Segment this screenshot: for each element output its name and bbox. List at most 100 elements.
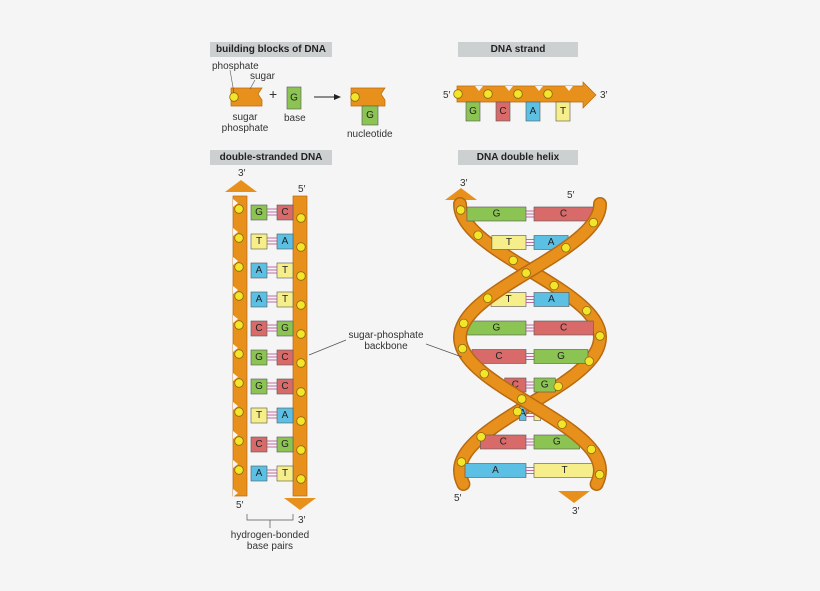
helix-pair-6-right-box <box>533 349 589 364</box>
helix-pair-6-left-letter: C <box>495 351 502 362</box>
phosphate-pointer <box>229 69 235 94</box>
helix-pair-5-right-box <box>533 320 594 336</box>
ladder-bottom-arrow <box>284 498 316 510</box>
ladder-top-arrow <box>225 180 257 192</box>
phosphate-dot <box>229 92 239 102</box>
helix-pair-2-left-letter: T <box>506 237 512 248</box>
ladder-pair-5-left-letter: C <box>255 323 262 334</box>
ladder-pair-10-right-box <box>276 465 294 482</box>
helix-pair-5-left-letter: G <box>492 323 500 334</box>
nucleotide-base-box <box>361 105 379 126</box>
ladder-pair-3-left-box <box>250 262 268 279</box>
ladder-phosphate-left <box>234 320 244 330</box>
ladder-pair-9-left-box <box>250 436 268 453</box>
ladder-pair-8-left-letter: T <box>256 410 262 421</box>
helix-phosphate-dot <box>586 444 597 455</box>
ladder-phosphate-left <box>234 262 244 272</box>
arrow-head <box>334 94 341 100</box>
ladder-pair-7-right-box <box>276 378 294 395</box>
ladder-pair-4-left-letter: A <box>256 294 263 305</box>
ladder-pair-6-left-letter: G <box>255 352 263 363</box>
strand-base-2-letter: C <box>499 106 506 117</box>
sugar-label: sugar <box>250 71 276 82</box>
ladder-phosphate-left <box>234 407 244 417</box>
strand-notch <box>505 86 513 91</box>
ladder-pair-2-left-letter: T <box>256 236 262 247</box>
strand-phosphate-dot <box>483 89 493 99</box>
ladder-phosphate-right <box>296 445 306 455</box>
nucleotide-base-letter: G <box>366 110 374 121</box>
helix-phosphate-dot <box>508 255 518 266</box>
helix-strand-front <box>454 198 606 490</box>
strand-notch <box>565 86 573 91</box>
strand-base-4-box <box>555 101 571 122</box>
base-label: base <box>284 113 306 124</box>
strand-phosphate-dot <box>453 89 463 99</box>
helix-phosphate-dot <box>512 406 523 417</box>
strand-base-1-box <box>465 101 481 122</box>
helix-pair-4-right-letter: A <box>548 294 555 305</box>
strand-notch <box>535 86 543 91</box>
ladder-notch <box>233 228 238 236</box>
ladder-pair-1-left-letter: G <box>255 207 263 218</box>
ladder-notch <box>233 431 238 439</box>
phosphate-label: phosphate <box>212 61 259 72</box>
base-g-letter: G <box>290 93 298 104</box>
ladder-notch <box>233 460 238 468</box>
hydrogen-bonded-label: hydrogen-bonded base pairs <box>230 530 310 552</box>
ladder-phosphate-left <box>234 291 244 301</box>
helix-bottom-right-end: 3′ <box>572 506 580 517</box>
ladder-pair-6-left-box <box>250 349 268 366</box>
helix-phosphate-dot <box>595 331 605 341</box>
ladder-pair-3-left-letter: A <box>256 265 263 276</box>
helix-phosphate-dot <box>561 243 571 253</box>
backbone-pointer-left <box>308 339 347 356</box>
ladder-top-left-end: 3′ <box>238 168 246 179</box>
ladder-bottom-left-end: 5′ <box>236 500 244 511</box>
helix-phosphate-dot <box>582 306 592 316</box>
sugar-phosphate-backbone-label: sugar-phosphate backbone <box>348 330 424 352</box>
ladder-pair-4-left-box <box>250 291 268 308</box>
ladder-pair-7-left-box <box>250 378 268 395</box>
ladder-phosphate-left <box>234 378 244 388</box>
helix-top-right-end: 5′ <box>567 190 575 201</box>
helix-pair-7-right-letter: G <box>541 380 549 391</box>
sugar-phosphate-label: sugar phosphate <box>221 112 269 134</box>
strand-three-prime: 3′ <box>600 90 608 101</box>
ladder-pair-2-left-box <box>250 233 268 250</box>
pointer-lines <box>308 339 463 358</box>
ladder-pair-10-right-letter: T <box>282 468 288 479</box>
helix-top-left-end: 3′ <box>460 178 468 189</box>
helix-pair-10-left-letter: A <box>492 465 499 476</box>
ladder-pair-1-right-box <box>276 204 294 221</box>
strand-phosphate-dot <box>543 89 553 99</box>
ladder-notch <box>233 344 238 352</box>
helix-top-arrow <box>445 188 477 200</box>
nucleotide-phosphate-dot <box>350 92 360 102</box>
sugar-pointer <box>249 79 256 90</box>
ladder-phosphate-left <box>234 204 244 214</box>
ladder-notch <box>233 373 238 381</box>
helix-pair-9-right-letter: G <box>553 437 561 448</box>
ladder-notch <box>233 257 238 265</box>
ladder-notch <box>233 199 238 207</box>
helix-pair-5-right-letter: C <box>560 323 567 334</box>
plus-sign: + <box>269 86 278 102</box>
ladder-pair-2-right-letter: A <box>282 236 289 247</box>
helix-phosphate-dot <box>483 293 493 303</box>
ladder-pair-8-right-box <box>276 407 294 424</box>
ladder-phosphate-left <box>234 349 244 359</box>
helix-pair-9-left-letter: C <box>500 437 507 448</box>
dna-strand-title: DNA strand <box>458 42 578 57</box>
helix-bottom-left-end: 5′ <box>454 493 462 504</box>
ladder-phosphate-right <box>296 474 306 484</box>
base-g-box <box>286 86 302 110</box>
ladder-pair-4-right-letter: T <box>282 294 288 305</box>
ladder-pair-9-right-letter: G <box>281 439 289 450</box>
ladder-pair-1-left-box <box>250 204 268 221</box>
ladder-phosphate-right <box>296 416 306 426</box>
ladder-pair-10-left-letter: A <box>256 468 263 479</box>
helix-pair-6-right-letter: G <box>557 351 565 362</box>
ladder-phosphate-left <box>234 465 244 475</box>
